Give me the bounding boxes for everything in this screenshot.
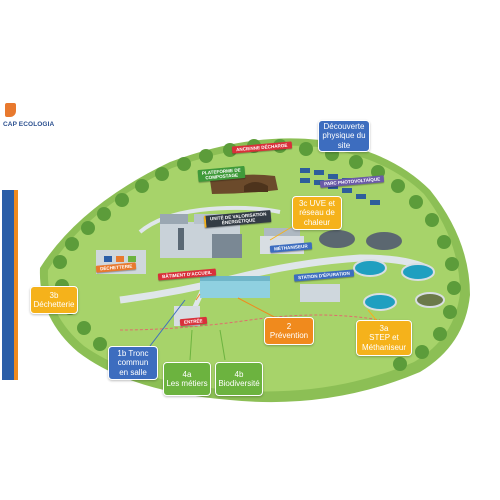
basin-1 — [353, 259, 387, 277]
brand-name: CAP ECOLOGIA — [3, 121, 55, 128]
callout-uve-reseau-chaleur[interactable]: 3c UVE et réseau de chaleur — [292, 196, 342, 230]
basin-4 — [415, 292, 445, 308]
sidebar-orange-bar — [14, 190, 18, 380]
sidebar-blue-bar — [2, 190, 14, 380]
callout-biodiversite[interactable]: 4b Biodiversité — [215, 362, 263, 396]
callout-tronc-commun[interactable]: 1b Tronc commun en salle — [108, 346, 158, 380]
callout-connectors — [195, 293, 281, 321]
digester-1 — [319, 230, 355, 248]
brand-logo: CAP ECOLOGIA — [3, 103, 63, 128]
digester-2 — [366, 232, 402, 250]
callout-les-metiers[interactable]: 4a Les métiers — [163, 362, 211, 396]
welcome-building — [200, 276, 270, 298]
basin-2 — [401, 263, 435, 281]
callout-decouverte-site[interactable]: Découverte physique du site — [318, 120, 370, 152]
logo-mark-icon — [5, 103, 16, 117]
main-road — [119, 254, 432, 304]
walking-path — [119, 314, 381, 331]
upper-road — [138, 205, 281, 234]
callout-step-methaniseur[interactable]: 3a STEP et Méthaniseur — [356, 320, 412, 356]
callout-prevention[interactable]: 2 Prévention — [264, 317, 314, 345]
callout-dechetterie[interactable]: 3b Déchetterie — [30, 286, 78, 314]
basin-3 — [363, 293, 397, 311]
station-building — [300, 284, 340, 302]
